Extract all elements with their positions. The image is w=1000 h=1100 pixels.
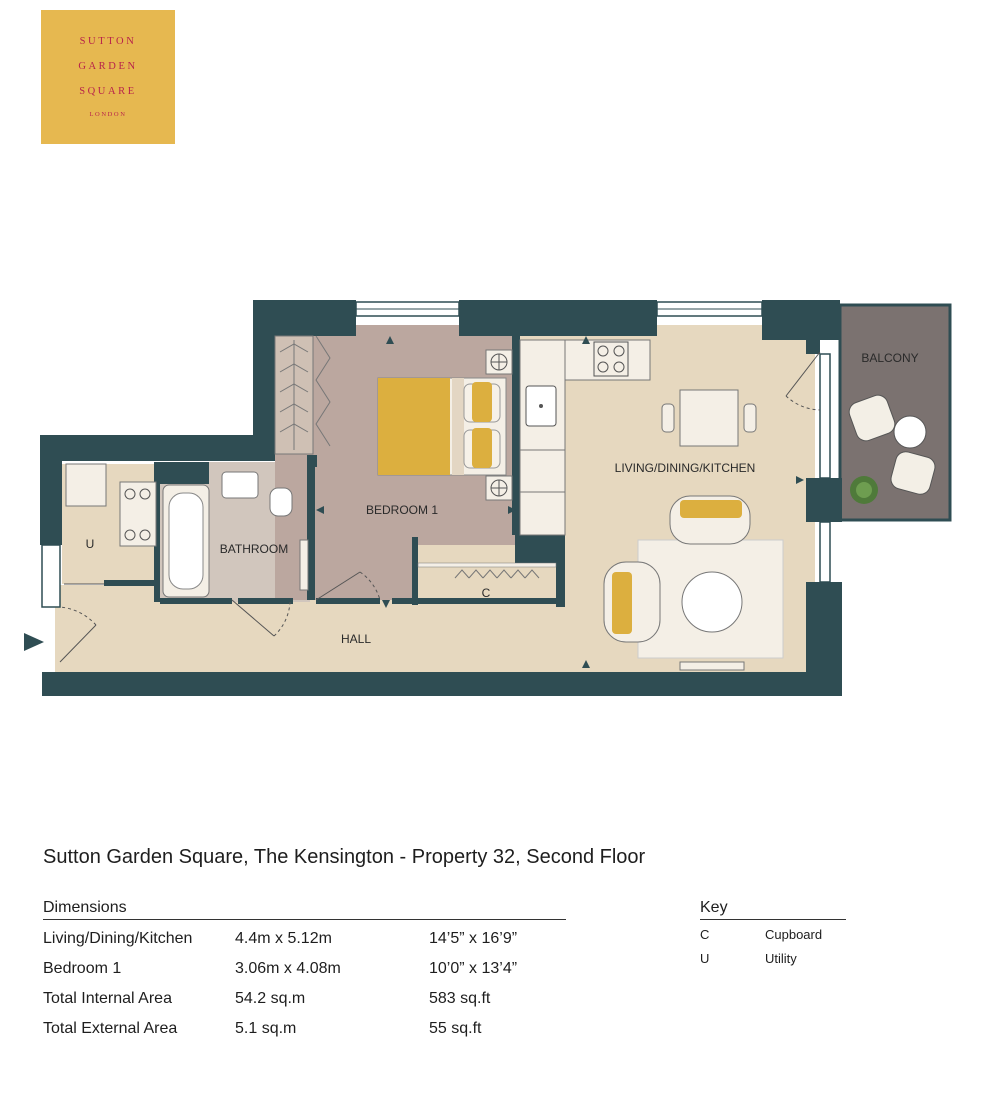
label-balcony: BALCONY xyxy=(861,351,918,365)
label-bedroom: BEDROOM 1 xyxy=(366,503,438,517)
toilet-icon xyxy=(269,487,293,517)
balcony-furniture xyxy=(848,394,936,504)
bathroom-fixtures xyxy=(162,471,309,598)
key-heading: Key xyxy=(700,899,846,920)
lounge-furniture xyxy=(603,495,784,671)
dimension-label: Total External Area xyxy=(43,1020,178,1037)
brand-logo: SUTTON GARDEN SQUARE LONDON xyxy=(41,10,175,144)
dimension-metric: 4.4m x 5.12m xyxy=(235,930,332,947)
label-utility: U xyxy=(86,537,95,551)
dimension-label: Total Internal Area xyxy=(43,990,172,1007)
dimension-imperial: 583 sq.ft xyxy=(429,990,491,1007)
dimension-metric: 5.1 sq.m xyxy=(235,1020,297,1037)
balcony-railing xyxy=(838,303,952,522)
walls xyxy=(40,300,842,696)
dimension-label: Living/Dining/Kitchen xyxy=(43,930,193,947)
cupboard-hangers xyxy=(454,569,540,579)
key-code: C xyxy=(700,927,710,942)
level-arrows xyxy=(316,336,804,668)
logo-line-4: LONDON xyxy=(89,111,127,118)
dimension-metric: 54.2 sq.m xyxy=(235,990,306,1007)
label-cupboard: C xyxy=(482,586,491,600)
hob-icon xyxy=(593,341,629,377)
logo-line-1: SUTTON xyxy=(79,36,137,47)
dimension-imperial: 10’0” x 13’4” xyxy=(429,960,518,977)
bedroom-wardrobe xyxy=(274,335,331,455)
kitchen-units xyxy=(519,339,651,536)
label-bathroom: BATHROOM xyxy=(220,542,288,556)
door-swings xyxy=(59,351,821,663)
logo-line-2: GARDEN xyxy=(78,61,138,72)
logo-line-3: SQUARE xyxy=(79,86,137,97)
dimension-imperial: 55 sq.ft xyxy=(429,1020,482,1037)
label-living: LIVING/DINING/KITCHEN xyxy=(615,461,756,475)
dimension-metric: 3.06m x 4.08m xyxy=(235,960,341,977)
key-meaning: Cupboard xyxy=(765,927,823,942)
washbasin-icon xyxy=(221,471,259,499)
dimension-label: Bedroom 1 xyxy=(43,960,122,977)
entrance-arrow-icon xyxy=(24,633,44,651)
washer-icon xyxy=(65,463,107,507)
double-bed xyxy=(377,349,513,501)
key-meaning: Utility xyxy=(765,951,797,966)
utility-fixtures xyxy=(65,463,157,547)
windows xyxy=(41,301,831,608)
property-title: Sutton Garden Square, The Kensington - P… xyxy=(43,846,646,868)
key-code: U xyxy=(700,951,710,966)
dining-table xyxy=(661,389,757,447)
label-hall: HALL xyxy=(341,632,371,646)
dimensions-heading: Dimensions xyxy=(43,899,566,920)
dimension-imperial: 14’5” x 16’9” xyxy=(429,930,518,947)
floor-plan: BALCONY LIVING/DINING/KITCHEN BEDROOM 1 … xyxy=(24,300,952,696)
